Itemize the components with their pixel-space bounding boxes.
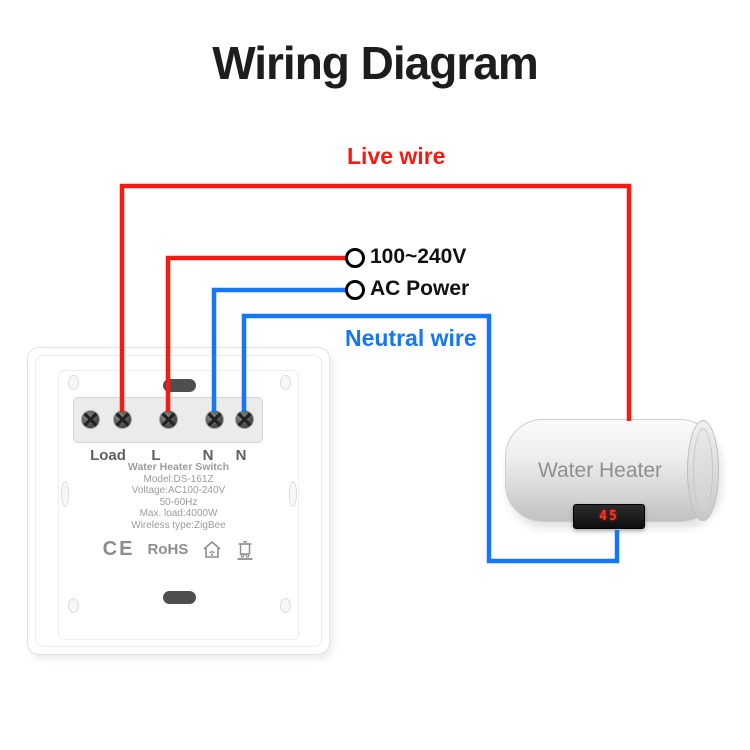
page-title: Wiring Diagram [212,37,539,89]
ac-power-terminal-label: AC Power [370,277,470,300]
switch-spec-line: Model:DS-161Z [143,473,214,485]
neutral-wire-label: Neutral wire [345,325,477,351]
screw-slot-icon [61,481,69,507]
switch-spec-line: Water Heater Switch [127,461,230,473]
neutral-terminal-icon [345,280,365,300]
water-heater-end-cap-inner [693,428,713,513]
screw-slot-icon [280,375,291,390]
certification-row: CE RoHS [28,538,329,561]
live-terminal-icon [345,248,365,268]
voltage-terminal-label: 100~240V [370,245,467,268]
switch-spec-line: Voltage:AC100-240V [131,485,226,496]
terminal-screw-icon [205,410,224,429]
rohs-mark: RoHS [147,541,189,558]
terminal-screw-icon [235,410,254,429]
switch-spec-line: Wireless type:ZigBee [131,519,226,531]
screw-slot-icon [68,598,79,613]
terminal-label-n1: N [202,447,214,464]
smart-switch-panel: Load L N N Water Heater Switch Model:DS-… [27,347,330,655]
heater-control-panel: 45 [573,504,645,529]
weee-trash-bin-icon [237,541,253,560]
terminal-screw-icon [81,410,100,429]
temperature-display: 45 [599,509,619,524]
screw-slot-icon [68,375,79,390]
terminal-label-l: L [151,447,161,464]
terminal-screw-icon [113,410,132,429]
mounting-notch-bottom [163,591,196,604]
switch-spec-line: Max. load:4000W [139,508,218,519]
switch-spec-text: Water Heater Switch Model:DS-161Z Voltag… [28,461,329,531]
live-wire-label: Live wire [347,143,446,169]
smart-home-icon [203,540,221,558]
terminal-label-n2: N [235,447,247,464]
terminal-screw-icon [159,410,178,429]
mounting-notch-top [163,379,196,392]
terminal-label-load: Load [90,447,126,464]
switch-spec-line: 50-60Hz [159,496,198,508]
screw-slot-icon [280,598,291,613]
ce-mark: CE [102,538,135,560]
